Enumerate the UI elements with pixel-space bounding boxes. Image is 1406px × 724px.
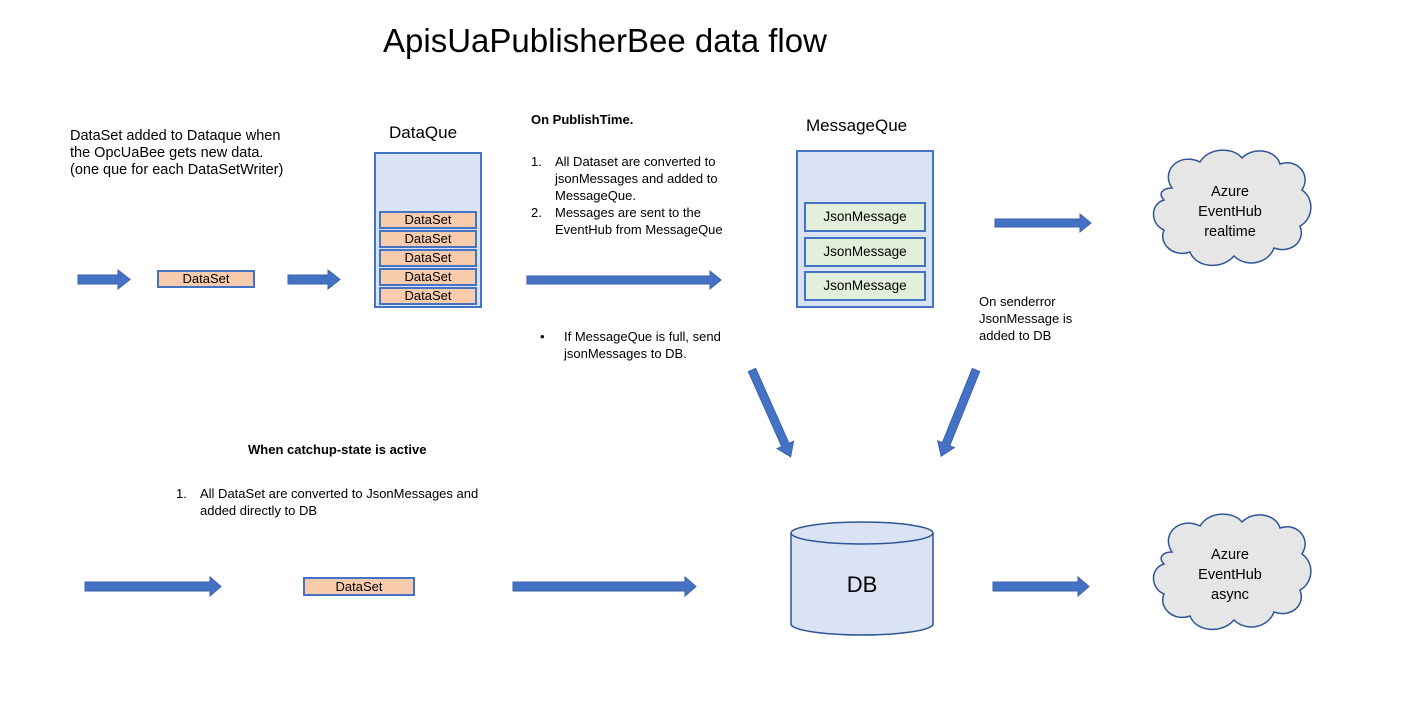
bullet-icon: • [540, 329, 545, 344]
step-line: EventHub from MessageQue [555, 222, 723, 237]
cloud-icon [1152, 149, 1312, 266]
dataque-item: DataSet [379, 211, 477, 229]
intro-note: DataSet added to Dataque when the OpcUaB… [70, 128, 283, 179]
messageque-item: JsonMessage [804, 271, 926, 301]
arrow-to-db-from-messageque [747, 367, 795, 458]
note-line: added to DB [979, 328, 1052, 343]
note-line: jsonMessages to DB. [564, 346, 687, 361]
bullet-item: • If MessageQue is full, send jsonMessag… [540, 328, 721, 362]
dataque-item: DataSet [379, 287, 477, 305]
dataque-item: DataSet [379, 249, 477, 267]
step-number: 1. [176, 486, 187, 501]
intro-note-line: (one que for each DataSetWriter) [70, 162, 284, 178]
incoming-dataset: DataSet [157, 270, 255, 288]
publish-step: 2. Messages are sent to the EventHub fro… [531, 204, 723, 238]
publish-note-steps: 1. All Dataset are converted to jsonMess… [531, 153, 723, 238]
catchup-step: 1. All DataSet are converted to JsonMess… [176, 485, 478, 519]
note-line: On senderror [979, 294, 1056, 309]
arrow-right-icon [512, 575, 697, 598]
step-line: Messages are sent to the [555, 205, 701, 220]
cloud-line: async [1211, 587, 1249, 603]
cloud-realtime-label: Azure EventHub realtime [1160, 182, 1300, 242]
step-number: 2. [531, 205, 542, 220]
cloud-line: EventHub [1198, 204, 1262, 220]
dataque-container: DataSet DataSet DataSet DataSet DataSet [374, 152, 482, 308]
senderror-note: On senderror JsonMessage is added to DB [979, 293, 1072, 344]
database-icon [790, 521, 934, 636]
messageque-item: JsonMessage [804, 202, 926, 232]
arrow-right-icon [84, 575, 222, 598]
step-line: jsonMessages and added to [555, 171, 718, 186]
note-line: JsonMessage is [979, 311, 1073, 326]
step-line: MessageQue. [555, 188, 636, 203]
publish-step: 1. All Dataset are converted to jsonMess… [531, 153, 723, 204]
arrow-right-icon [992, 575, 1090, 598]
dataque-item: DataSet [379, 268, 477, 286]
intro-note-line: DataSet added to Dataque when [70, 128, 281, 144]
catchup-steps: 1. All DataSet are converted to JsonMess… [176, 485, 478, 519]
cloud-line: EventHub [1198, 567, 1262, 583]
arrow-right-icon [526, 269, 722, 291]
dataque-item: DataSet [379, 230, 477, 248]
cloud-line: Azure [1211, 184, 1249, 200]
step-number: 1. [531, 154, 542, 169]
diagram-title: ApisUaPublisherBee data flow [383, 22, 827, 59]
cloud-line: realtime [1204, 224, 1256, 240]
cloud-line: Azure [1211, 547, 1249, 563]
dataque-label: DataQue [389, 123, 458, 142]
step-line: All DataSet are converted to JsonMessage… [200, 486, 479, 501]
step-line: added directly to DB [200, 503, 318, 518]
arrow-to-db-from-senderror [936, 367, 981, 458]
cloud-icon [1152, 513, 1312, 630]
publish-note-heading: On PublishTime. [531, 112, 634, 127]
cloud-async-label: Azure EventHub async [1160, 545, 1300, 605]
arrow-right-icon [77, 268, 131, 291]
arrow-right-icon [994, 212, 1092, 234]
messageque-full-note: • If MessageQue is full, send jsonMessag… [540, 328, 721, 362]
db-label: DB [846, 572, 878, 597]
messageque-label: MessageQue [806, 116, 908, 135]
messageque-item: JsonMessage [804, 237, 926, 267]
note-line: If MessageQue is full, send [564, 329, 721, 344]
step-line: All Dataset are converted to [555, 154, 716, 169]
intro-note-line: the OpcUaBee gets new data. [70, 145, 264, 161]
arrow-right-icon [287, 268, 341, 291]
messageque-container: JsonMessage JsonMessage JsonMessage [796, 150, 934, 308]
catchup-heading: When catchup-state is active [248, 442, 427, 457]
catchup-dataset: DataSet [303, 577, 415, 596]
